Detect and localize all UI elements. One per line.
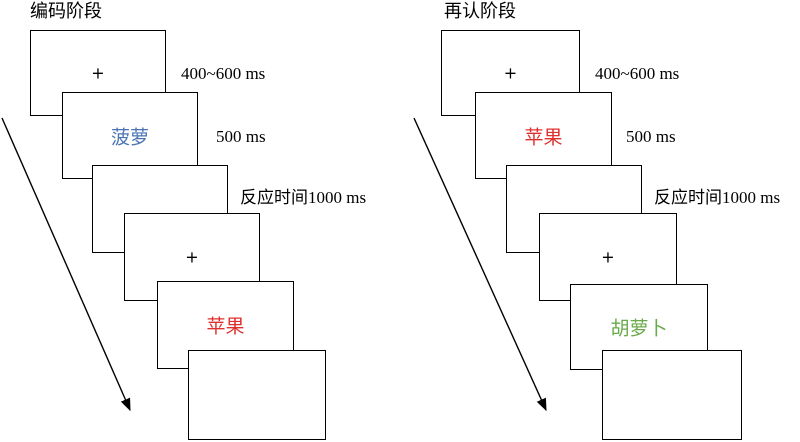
fixation-cross: + [185,247,199,267]
fixation-cross: + [503,63,518,83]
recognition-response-duration: 反应时间1000 ms [654,188,781,207]
encoding-fixation-duration: 400~600 ms [181,64,266,83]
encoding-phase-title: 编码阶段 [30,1,102,22]
fixation-cross: + [91,63,105,83]
recognition-time-arrow [413,117,547,412]
encoding-word-1: 菠萝 [110,126,149,148]
recognition-word-1: 苹果 [524,126,563,148]
encoding-word-duration: 500 ms [216,127,266,146]
encoding-time-arrow [1,117,131,412]
recognition-fixation-duration: 400~600 ms [595,64,680,83]
encoding-word-frame-1: 菠萝 [62,92,198,179]
recognition-word-frame-1: 苹果 [475,92,612,179]
recognition-word-2: 胡萝卜 [610,317,668,340]
recognition-blank-frame-2 [602,350,742,440]
encoding-word-2: 苹果 [206,315,245,338]
recognition-phase-title: 再认阶段 [444,1,516,22]
fixation-cross: + [601,247,615,267]
encoding-blank-frame-2 [188,350,326,440]
recognition-word-duration: 500 ms [626,127,676,146]
encoding-response-duration: 反应时间1000 ms [240,188,367,207]
